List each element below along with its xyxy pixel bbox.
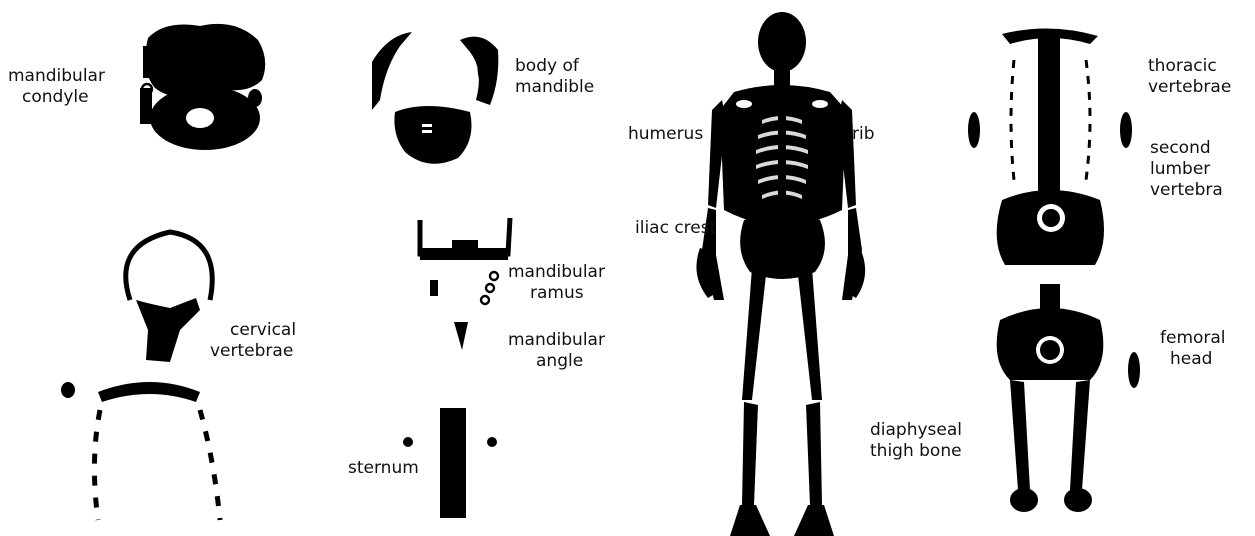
label-line: vertebra — [1150, 180, 1223, 201]
jaw-sternum-scan — [403, 218, 510, 518]
label-line: vertebrae — [210, 341, 296, 362]
label-thoracic-vertebrae: thoracic vertebrae — [1148, 56, 1231, 98]
label-line: lumber — [1150, 159, 1223, 180]
label-line: mandibular — [508, 330, 605, 351]
label-line: ramus — [508, 283, 605, 304]
label-mandibular-angle: mandibular angle — [508, 330, 605, 372]
label-femoral-head: femoral head — [1160, 328, 1226, 370]
label-line: femoral — [1160, 328, 1226, 349]
label-sternum: sternum — [348, 458, 419, 479]
label-line: humerus — [628, 124, 703, 145]
label-line: iliac crest — [635, 218, 716, 239]
label-line: sternum — [348, 458, 419, 479]
label-line: vertebrae — [1148, 77, 1231, 98]
label-mandibular-ramus: mandibular ramus — [508, 262, 605, 304]
skull-scan-frontal-view — [372, 32, 498, 164]
label-line: cervical — [210, 320, 296, 341]
label-line: thoracic — [1148, 56, 1231, 77]
label-line: second — [1150, 138, 1223, 159]
spine-pelvis-scan — [968, 28, 1140, 512]
neck-shoulder-scan — [61, 232, 220, 520]
label-line: mandible — [515, 77, 594, 98]
label-line: mandibular — [508, 262, 605, 283]
label-line: angle — [508, 351, 605, 372]
label-rib: rib — [852, 124, 875, 145]
label-line: condyle — [8, 87, 105, 108]
label-humerus: humerus — [628, 124, 703, 145]
label-body-of-mandible: body of mandible — [515, 56, 594, 98]
label-mandibular-condyle: mandibular condyle — [8, 66, 105, 108]
label-iliac-crest: iliac crest — [635, 218, 716, 239]
label-diaphyseal-thigh-bone: diaphyseal thigh bone — [870, 420, 962, 462]
label-line: rib — [852, 124, 875, 145]
label-line: head — [1160, 349, 1226, 370]
label-line: body of — [515, 56, 594, 77]
label-cervical-vertebrae: cervical vertebrae — [210, 320, 296, 362]
full-skeleton-frontal — [696, 12, 865, 536]
label-second-lumber-vertebra: second lumber vertebra — [1150, 138, 1223, 201]
skull-scan-top-view — [140, 24, 265, 150]
label-line: diaphyseal — [870, 420, 962, 441]
label-line: thigh bone — [870, 441, 962, 462]
label-line: mandibular — [8, 66, 105, 87]
